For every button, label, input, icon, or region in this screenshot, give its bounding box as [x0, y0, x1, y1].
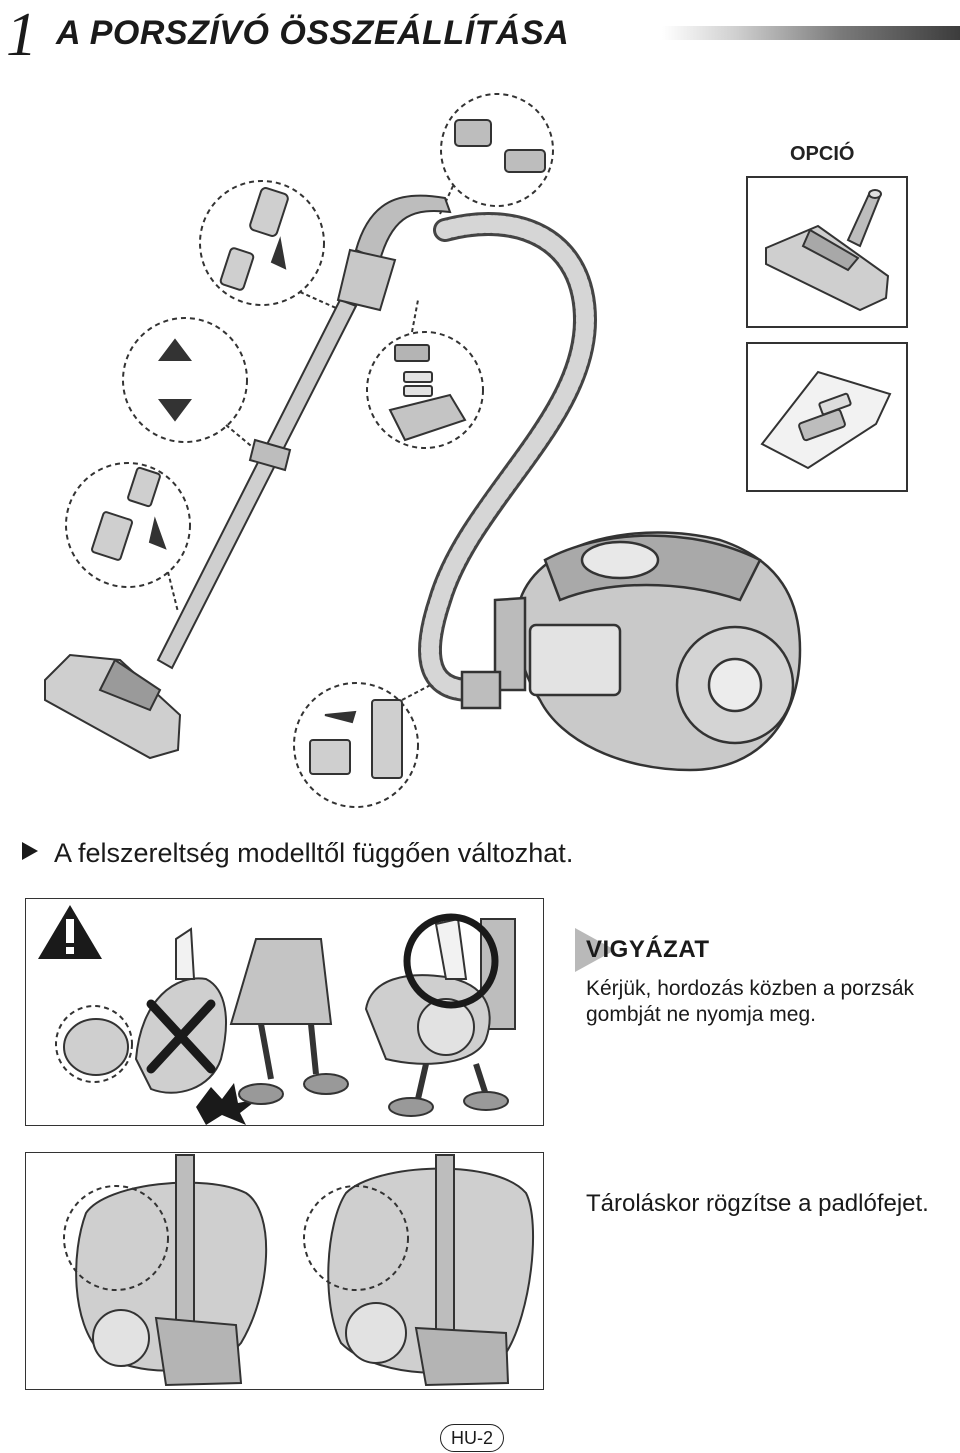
assembly-illustration — [44, 93, 802, 808]
detail-circle-battery — [366, 331, 484, 449]
optional-turbo-brush-image — [746, 176, 908, 328]
option-label: OPCIÓ — [790, 143, 855, 165]
storage-instruction: Tároláskor rögzítse a padlófejet. — [586, 1190, 929, 1217]
detail-circle-telescopic — [122, 317, 248, 443]
detail-circle-inlet — [293, 682, 419, 808]
warning-triangle-icon — [38, 905, 102, 959]
page-title: A PORSZÍVÓ ÖSSZEÁLLÍTÁSA — [56, 14, 570, 52]
storage-illustration — [25, 1152, 544, 1390]
detail-circle-hose — [440, 93, 554, 207]
caution-flag-icon — [575, 928, 615, 972]
detail-circle-handle — [199, 180, 325, 306]
caution-title: VIGYÁZAT — [586, 936, 710, 963]
optional-dust-bag-image — [746, 342, 908, 492]
carry-warning-illustration — [25, 898, 544, 1126]
chapter-number: 1 — [6, 1, 37, 69]
model-note: A felszereltség modelltől függően változ… — [22, 838, 573, 869]
title-gradient-bar — [662, 26, 960, 40]
bullet-triangle-icon — [22, 842, 38, 860]
caution-text: Kérjük, hordozás közben a porzsák gombjá… — [586, 977, 915, 1026]
page-number: HU-2 — [440, 1424, 504, 1452]
detail-circle-pipe — [65, 462, 191, 588]
model-note-text: A felszereltség modelltől függően változ… — [54, 838, 574, 868]
